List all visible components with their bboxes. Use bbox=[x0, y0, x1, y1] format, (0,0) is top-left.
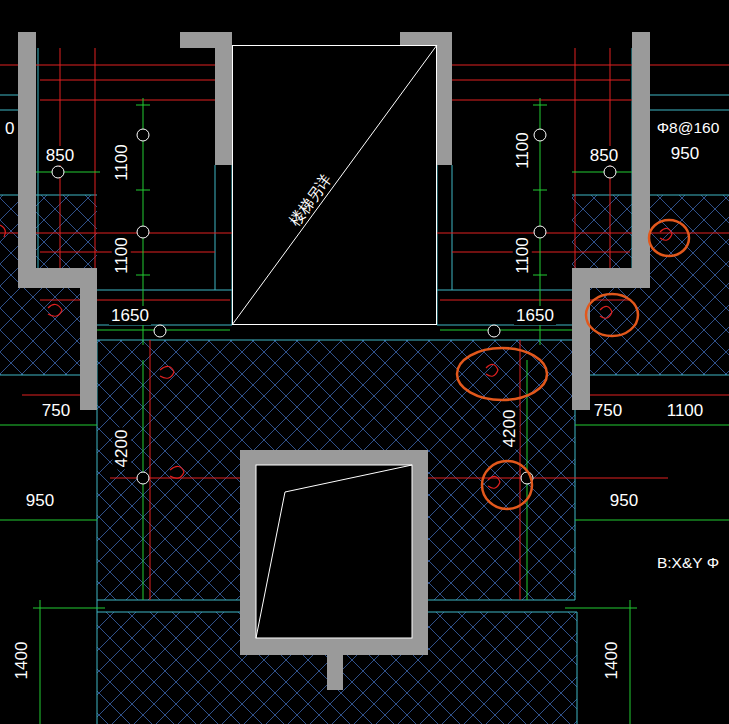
dimension-text: 950 bbox=[608, 491, 640, 510]
dimension-text: 4200 bbox=[500, 407, 519, 449]
dimension-text: 950 bbox=[669, 144, 701, 163]
dimension-text: 4200 bbox=[112, 427, 131, 469]
opening-outline bbox=[232, 45, 437, 638]
dimension-text: 950 bbox=[24, 491, 56, 510]
dimension-text: 1100 bbox=[513, 235, 532, 276]
dimension-text: 1100 bbox=[665, 401, 706, 420]
stair-opening: 楼梯另详 bbox=[232, 45, 437, 325]
dimension-text: 1100 bbox=[112, 142, 131, 183]
dimension-text: 1400 bbox=[602, 639, 621, 681]
dimension-text: Φ8@160 bbox=[655, 119, 722, 137]
dimension-text: 750 bbox=[592, 401, 624, 420]
wall bbox=[18, 32, 650, 690]
markup-circle bbox=[457, 220, 689, 509]
dimension-text: 850 bbox=[588, 146, 620, 165]
dimension-text: B:X&Y Φ bbox=[655, 554, 721, 572]
dimension-text: 750 bbox=[40, 401, 72, 420]
dimension-text: 1650 bbox=[514, 306, 556, 325]
dimension-text: 1100 bbox=[513, 130, 532, 171]
grid-circle bbox=[52, 129, 616, 484]
dimension-text: 0 bbox=[3, 119, 16, 138]
dimension-text: 1100 bbox=[112, 235, 131, 276]
dimension-text: 850 bbox=[44, 146, 76, 165]
rebar-hook bbox=[0, 225, 672, 488]
dimension-text: 1400 bbox=[12, 639, 31, 681]
note-text: 楼梯另详 bbox=[285, 169, 336, 231]
dimension-text: 1650 bbox=[109, 306, 151, 325]
